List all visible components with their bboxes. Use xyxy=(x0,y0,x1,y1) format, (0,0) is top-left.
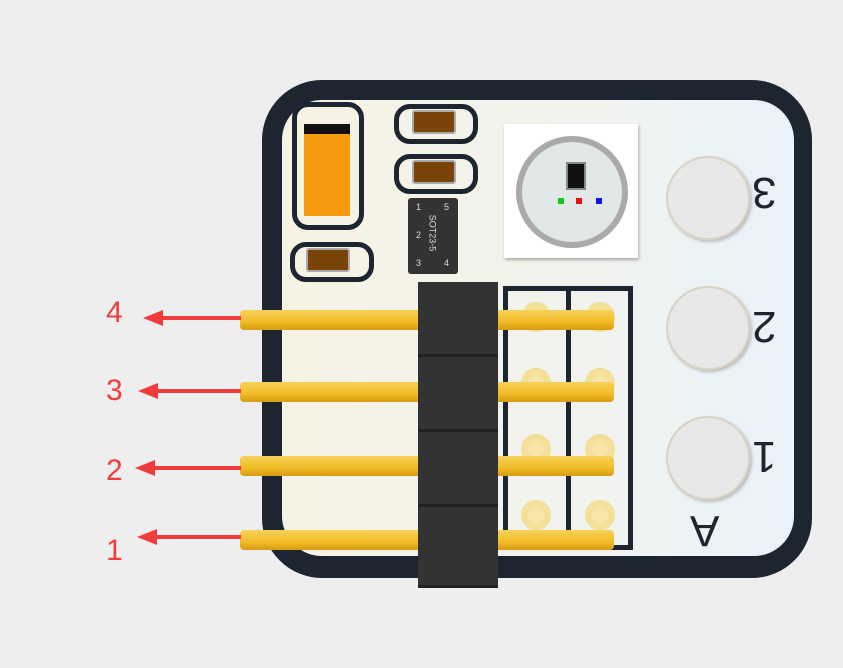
capacitor-outline xyxy=(394,104,478,144)
capacitor xyxy=(412,110,456,134)
ic-sot23-5: 1 2 3 4 5 SOT23-5 xyxy=(408,198,458,274)
ic-package-label: SOT23-5 xyxy=(427,214,438,252)
pin-label-4: 4 xyxy=(106,296,123,329)
arrow-3 xyxy=(138,383,241,399)
ic-pin-label: 1 xyxy=(416,202,422,212)
ic-pin-label: 5 xyxy=(444,202,450,212)
pad-3 xyxy=(666,156,750,240)
silk-label-port: A xyxy=(690,506,720,555)
pin-label-2: 2 xyxy=(106,454,123,487)
pad-1 xyxy=(666,416,750,500)
capacitor-outline xyxy=(394,154,478,194)
ic-pin-label: 3 xyxy=(416,258,422,268)
silk-label-3: 3 xyxy=(752,168,777,217)
pad-2 xyxy=(666,286,750,370)
pin-label-3: 3 xyxy=(106,374,123,407)
capacitor xyxy=(412,160,456,184)
pin-label-1: 1 xyxy=(106,534,123,567)
tantalum-cap-outline xyxy=(292,102,364,230)
ic-pin-label: 4 xyxy=(444,258,450,268)
capacitor-outline xyxy=(290,242,374,282)
silk-label-1: 1 xyxy=(752,432,777,481)
arrow-2 xyxy=(135,460,241,476)
ic-pin-label: 2 xyxy=(416,230,422,240)
arrow-4 xyxy=(143,310,241,326)
capacitor xyxy=(306,248,350,272)
pin-header-housing xyxy=(418,282,498,588)
arrow-1 xyxy=(137,529,241,545)
tantalum-capacitor xyxy=(304,124,350,216)
silk-label-2: 2 xyxy=(752,302,777,351)
rgb-led xyxy=(504,124,638,258)
